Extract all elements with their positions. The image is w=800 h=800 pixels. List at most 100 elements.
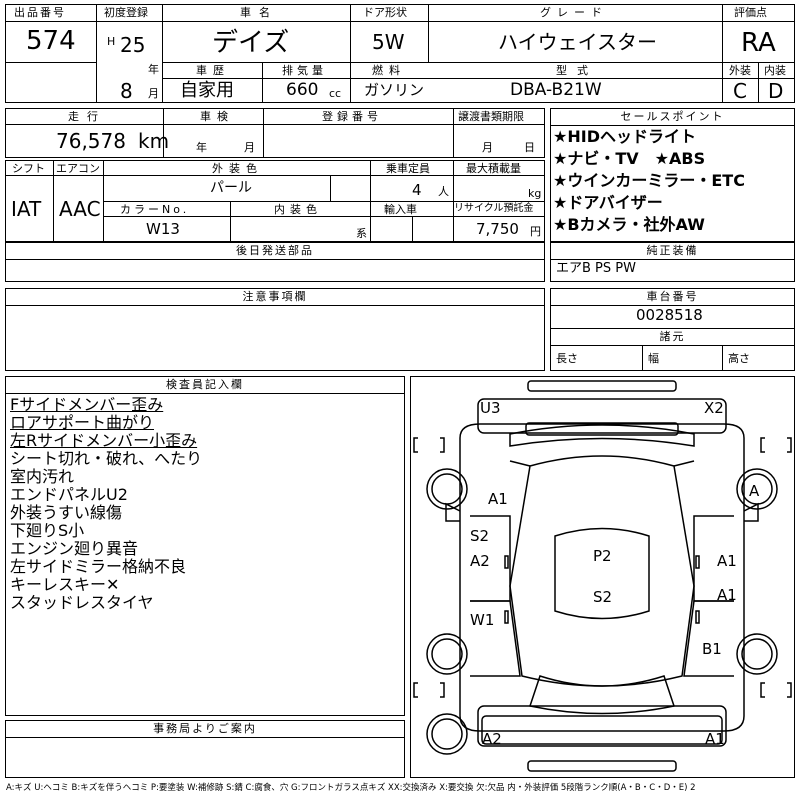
inspector-note-line: スタッドレスタイヤ [10, 593, 154, 612]
office-label: 事務局よりご案内 [6, 721, 404, 738]
dims-label: 諸元 [551, 329, 794, 346]
km-unit: km [138, 129, 170, 153]
sales-points-box [550, 108, 795, 242]
color-no-label: カラーNo. [120, 203, 190, 216]
mark-right-rear-door: A1 [717, 586, 737, 604]
chassis-number: 0028518 [636, 306, 703, 324]
transfer-label: 譲渡書類期限 [458, 110, 524, 123]
door-label: ドア形状 [363, 6, 407, 19]
shift: IAT [11, 197, 42, 221]
first-reg-label: 初度登録 [104, 6, 148, 19]
recycle-unit: 円 [530, 225, 541, 238]
legend: A:キズ U:ヘコミ B:キズを伴うヘコミ P:要塗装 W:補修跡 S:錆 C:… [6, 783, 696, 793]
sales-points-label: セールスポイント [551, 109, 794, 126]
sales-point-item: ★Bカメラ・社外AW [553, 215, 705, 234]
chassis-box [550, 288, 795, 371]
width-label: 幅 [648, 352, 659, 365]
inspector-note-line: エンドパネルU2 [10, 485, 128, 504]
interior-color-unit: 系 [356, 227, 367, 240]
equipment-label: 純正装備 [551, 243, 794, 260]
inspector-note-line: キーレスキー✕ [10, 575, 120, 594]
score: RA [741, 28, 776, 58]
car-name: デイズ [212, 28, 290, 58]
month-unit: 月 [148, 87, 159, 100]
mark-left-door-1: S2 [470, 527, 489, 545]
mark-roof-2: S2 [593, 588, 612, 606]
fuel: ガソリン [364, 81, 425, 99]
later-parts-box [5, 242, 545, 282]
sales-point-item: ★ドアバイザー [553, 193, 663, 212]
color-label: 外装色 [212, 162, 263, 175]
history: 自家用 [180, 80, 234, 101]
capacity: 4 [412, 181, 422, 199]
sales-point-item: ★ナビ・TV ★ABS [553, 149, 706, 168]
mark-front-left: U3 [480, 399, 501, 417]
fuel-label: 燃料 [372, 64, 406, 77]
exterior-label: 外装 [729, 64, 751, 77]
interior-label: 内装 [764, 64, 786, 77]
mark-right-rear-fender: B1 [702, 640, 722, 658]
mark-right-tire: A [749, 482, 760, 500]
inspector-note-line: 外装うすい線傷 [10, 503, 123, 522]
equipment-value: エアB PS PW [556, 261, 636, 276]
mileage-label: 走行 [68, 110, 106, 123]
displacement-label: 排気量 [282, 64, 327, 77]
mark-right-front-door: A1 [717, 552, 737, 570]
lot-label: 出品番号 [14, 6, 66, 19]
exterior-score: C [733, 79, 747, 103]
interior-score: D [768, 79, 784, 103]
model-label: 型式 [556, 64, 598, 77]
inspection-month-unit: 月 [244, 141, 255, 154]
model: DBA-B21W [510, 80, 602, 100]
interior-color-label: 内装色 [274, 203, 322, 216]
header-row-1 [5, 4, 795, 103]
year-unit: 年 [148, 63, 159, 76]
later-parts-label: 後日発送部品 [6, 243, 544, 260]
reg-year: 25 [120, 33, 146, 57]
inspector-note-line: ロアサポート曲がり [10, 413, 155, 432]
car-diagram-box [410, 376, 795, 778]
transfer-month-unit: 月 [482, 141, 493, 154]
inspector-note-line: 下廻りS小 [10, 521, 85, 540]
reg-month: 8 [120, 79, 133, 103]
grade: ハイウェイスター [498, 30, 657, 54]
inspector-note-line: シート切れ・破れ、へたり [10, 449, 203, 468]
score-label: 評価点 [734, 6, 767, 19]
recycle-amount: 7,750 [476, 220, 519, 238]
ac: AAC [59, 197, 101, 221]
sales-points-list: ★HIDヘッドライト★ナビ・TV ★ABS★ウインカーミラー・ETC★ドアバイザ… [553, 128, 745, 238]
color-no: W13 [146, 220, 180, 238]
mileage: 76,578 [56, 129, 126, 153]
mark-left-fender: A1 [488, 490, 508, 508]
import-label: 輸入車 [384, 203, 417, 216]
capacity-unit: 人 [438, 185, 449, 198]
mark-rear-right: A1 [705, 730, 725, 748]
inspector-note-line: 左サイドミラー格納不良 [10, 557, 187, 576]
displacement: 660 [286, 80, 319, 100]
color: パール [210, 180, 252, 196]
shift-label: シフト [12, 162, 45, 175]
inspector-label: 検査員記入欄 [6, 377, 404, 394]
inspector-box [5, 376, 405, 716]
capacity-label: 乗車定員 [386, 162, 430, 175]
inspector-note-line: 左Rサイドメンバー小歪み [10, 431, 198, 450]
notes-box [5, 288, 545, 371]
recycle-label: リサイクル預託金 [454, 203, 534, 214]
height-label: 高さ [728, 352, 750, 365]
plate-label: 登録番号 [322, 110, 382, 123]
inspection-label: 車検 [200, 110, 234, 123]
load-unit: kg [528, 187, 542, 200]
inspector-note-line: 室内汚れ [10, 467, 75, 486]
equipment-box [550, 242, 795, 282]
mileage-row [5, 108, 545, 158]
lot-number: 574 [26, 26, 76, 56]
length-label: 長さ [556, 352, 578, 365]
notes-label: 注意事項欄 [6, 289, 544, 306]
inspection-year-unit: 年 [196, 141, 207, 154]
transfer-day-unit: 日 [524, 141, 535, 154]
chassis-label: 車台番号 [551, 289, 794, 306]
inspector-note-line: Fサイドメンバー歪み [10, 395, 164, 414]
car-name-label: 車名 [240, 6, 278, 19]
load-label: 最大積載量 [466, 162, 521, 175]
office-box [5, 720, 405, 778]
